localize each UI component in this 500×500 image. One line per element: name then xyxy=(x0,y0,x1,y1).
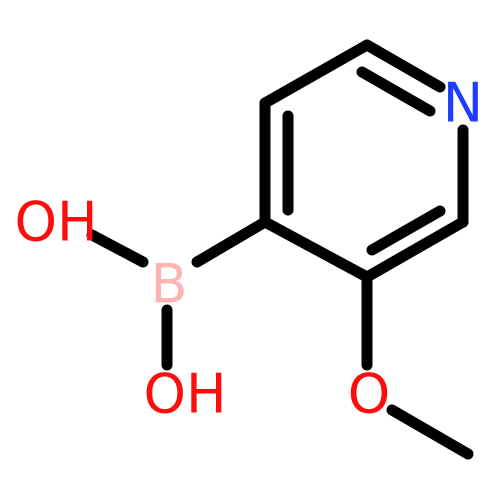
bond-c3-c4 xyxy=(259,216,373,283)
methoxy-oxygen-label: O xyxy=(348,363,391,426)
hydroxyl-bottom-label: OH xyxy=(143,363,226,426)
nitrogen-atom-label: N xyxy=(443,72,483,135)
bond-c6-n1-double xyxy=(356,66,436,117)
bond-b-oh-top xyxy=(86,229,149,268)
bond-c4-c5 xyxy=(259,39,373,109)
hydroxyl-top-label: OH xyxy=(14,191,97,254)
bond-o-methyl xyxy=(386,404,474,460)
bond-c2-c3 xyxy=(361,216,469,283)
bond-c6-n1 xyxy=(361,39,446,93)
boron-atom-label: B xyxy=(150,253,187,316)
bond-c2-c3-double xyxy=(366,205,446,256)
bond-c4-b xyxy=(191,216,271,268)
